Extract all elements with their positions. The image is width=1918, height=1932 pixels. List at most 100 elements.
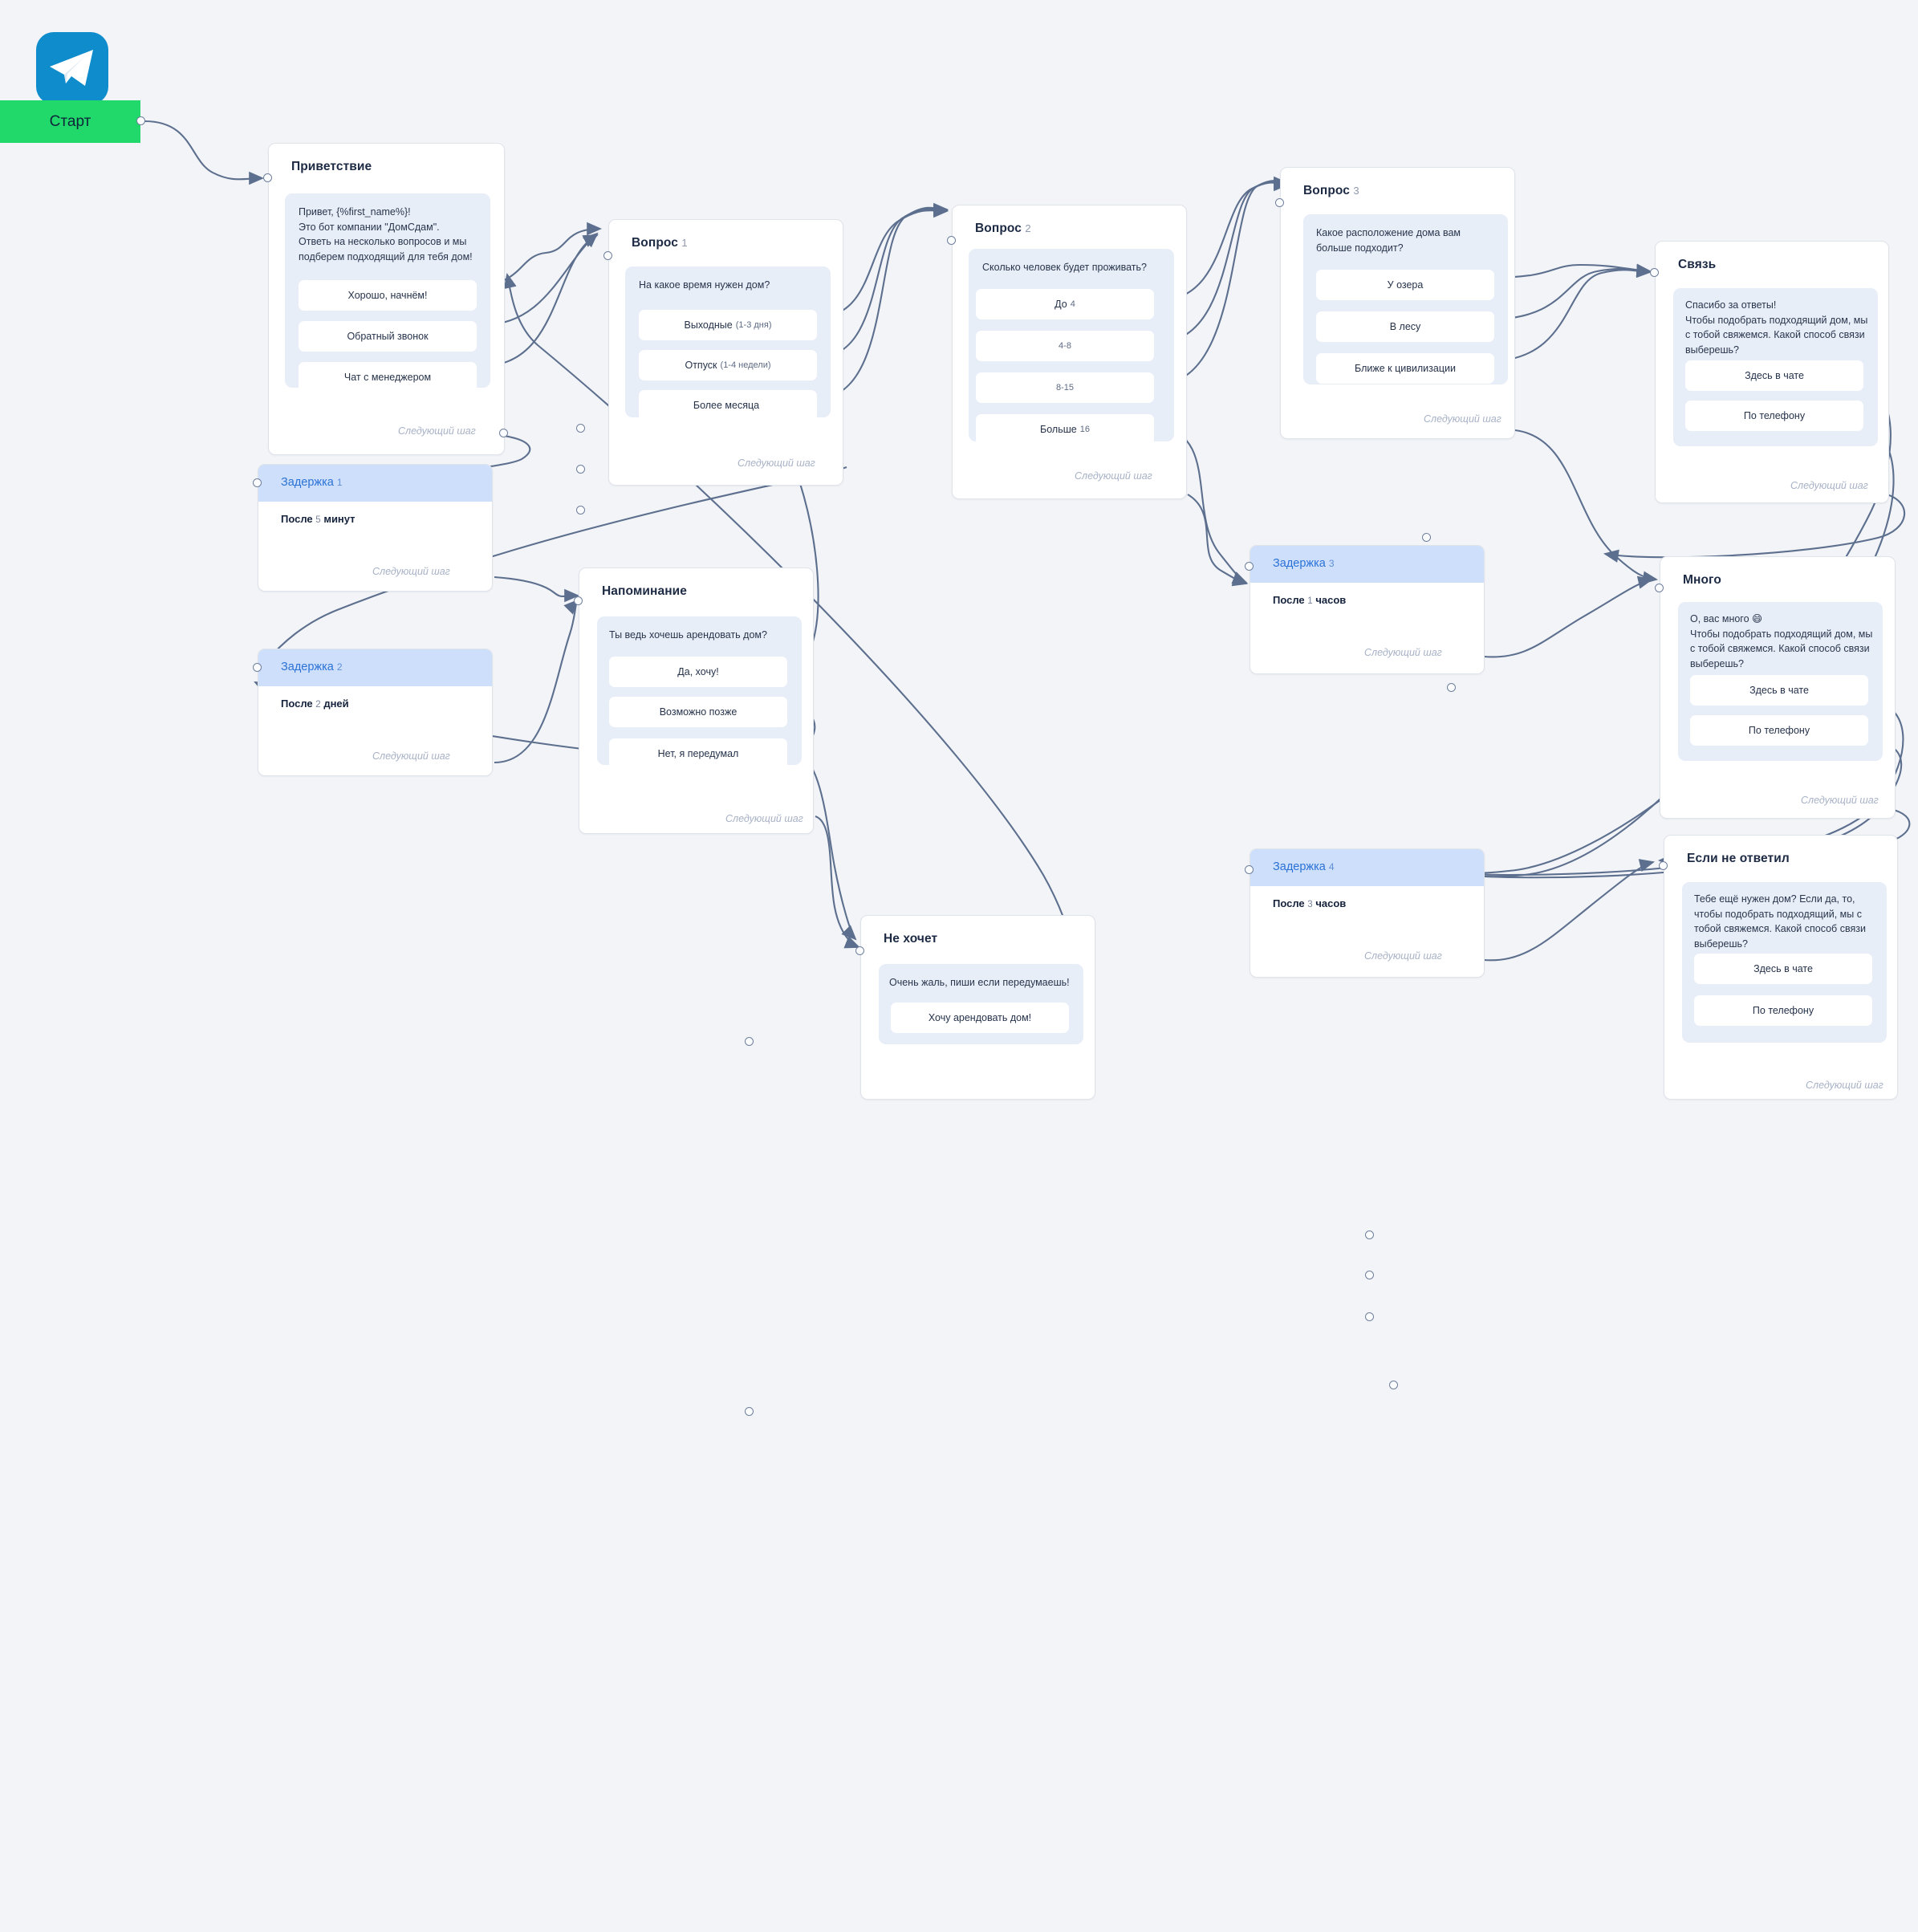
node-napominanie[interactable]: Напоминание Ты ведь хочешь арендовать до… — [579, 567, 1398, 1389]
reply-button[interactable]: Хочу арендовать дом! — [891, 1003, 1069, 1033]
node-input-port[interactable] — [263, 173, 272, 182]
node-mnogo[interactable]: Много О, вас много 😄 Чтобы подобрать под… — [1660, 556, 1896, 819]
node-vopros1[interactable]: Вопрос 1 На какое время нужен дом? Выход… — [608, 219, 1456, 692]
reply-button[interactable]: Обратный звонок — [299, 321, 477, 352]
node-input-port[interactable] — [1659, 861, 1668, 870]
node-input-port[interactable] — [603, 251, 612, 260]
next-step-label: Следующий шаг — [1806, 1080, 1883, 1091]
message-text: На какое время нужен дом? — [639, 279, 770, 291]
next-step-label: Следующий шаг — [372, 750, 450, 762]
start-node[interactable]: Старт — [0, 100, 140, 143]
reply-button[interactable]: В лесу — [1316, 311, 1494, 342]
node-zaderzhka1[interactable]: Задержка 1 После 5 минут Следующий шаг — [258, 464, 754, 1046]
node-title: Связь — [1678, 258, 1717, 271]
node-input-port[interactable] — [253, 663, 262, 672]
reply-button[interactable]: Чат с менеджером — [299, 362, 477, 393]
message-text: Ты ведь хочешь арендовать дом? — [609, 629, 767, 641]
node-title: Напоминание — [602, 584, 688, 598]
node-zaderzhka2[interactable]: Задержка 2 После 2 дней Следующий шаг — [258, 649, 754, 1416]
node-title: Вопрос 1 — [632, 236, 688, 250]
next-step-label: Следующий шаг — [725, 813, 803, 824]
node-title: Задержка 2 — [281, 661, 343, 673]
next-step-label: Следующий шаг — [1364, 950, 1442, 962]
node-title: Вопрос 2 — [975, 222, 1031, 235]
reply-button-port[interactable] — [1365, 1230, 1374, 1239]
delay-value: После 2 дней — [281, 698, 349, 710]
flow-canvas[interactable]: Старт Приветствие Привет, {%first_name%}… — [0, 0, 1918, 1416]
start-output-port[interactable] — [136, 116, 145, 125]
next-step-label: Следующий шаг — [1364, 647, 1442, 658]
reply-button[interactable]: У озера — [1316, 270, 1494, 300]
next-step-label: Следующий шаг — [398, 425, 476, 437]
next-step-label: Следующий шаг — [1075, 470, 1152, 482]
node-input-port[interactable] — [1650, 268, 1659, 277]
delay-header — [258, 649, 492, 686]
node-zaderzhka3[interactable]: Задержка 3 После 1 часов Следующий шаг — [1250, 545, 1485, 674]
start-label: Старт — [49, 112, 91, 130]
delay-header — [1250, 546, 1484, 583]
node-title: Задержка 4 — [1273, 860, 1335, 873]
reply-button[interactable]: Возможно позже — [609, 697, 787, 727]
next-step-port[interactable] — [745, 1037, 754, 1046]
node-nehochet[interactable]: Не хочет Очень жаль, пиши если передумае… — [860, 915, 1095, 1100]
reply-button-port[interactable] — [576, 424, 585, 433]
node-input-port[interactable] — [1275, 198, 1284, 207]
next-step-port[interactable] — [745, 1407, 754, 1416]
reply-button[interactable]: Здесь в чате — [1690, 675, 1868, 706]
delay-value: После 1 часов — [1273, 594, 1347, 606]
node-input-port[interactable] — [253, 478, 262, 487]
node-input-port[interactable] — [1245, 562, 1254, 571]
node-input-port[interactable] — [1655, 584, 1664, 592]
reply-button[interactable]: По телефону — [1685, 401, 1863, 431]
reply-button[interactable]: Выходные(1-3 дня) — [639, 310, 817, 340]
delay-header — [258, 465, 492, 502]
reply-button-port[interactable] — [1422, 533, 1431, 542]
next-step-label: Следующий шаг — [1424, 413, 1501, 425]
next-step-port[interactable] — [499, 429, 508, 437]
node-zaderzhka4[interactable]: Задержка 4 После 3 часов Следующий шаг — [1250, 848, 1485, 978]
message-text: Тебе ещё нужен дом? Если да, то, чтобы п… — [1694, 893, 1866, 950]
node-input-port[interactable] — [855, 946, 864, 955]
node-vopros2[interactable]: Вопрос 2 Сколько человек будет проживать… — [952, 205, 1187, 499]
delay-header — [1250, 849, 1484, 886]
telegram-icon — [36, 32, 108, 104]
node-eslineotvetil[interactable]: Если не ответил Тебе ещё нужен дом? Если… — [1664, 835, 1898, 1100]
message-text: Какое расположение дома вам больше подхо… — [1316, 227, 1461, 254]
next-step-label: Следующий шаг — [738, 458, 815, 469]
message-text: О, вас много 😄 Чтобы подобрать подходящи… — [1690, 613, 1873, 669]
reply-button[interactable]: Да, хочу! — [609, 657, 787, 687]
message-text: Привет, {%first_name%}! Это бот компании… — [299, 206, 473, 262]
reply-button[interactable]: Более месяца — [639, 390, 817, 421]
node-title: Задержка 1 — [281, 476, 343, 489]
node-vopros3[interactable]: Вопрос 3 Какое расположение дома вам бол… — [1280, 167, 1515, 439]
node-svyaz[interactable]: Связь Спасибо за ответы! Чтобы подобрать… — [1655, 241, 1889, 503]
reply-button-port[interactable] — [576, 465, 585, 474]
node-privetstvie[interactable]: Приветствие Привет, {%first_name%}! Это … — [268, 143, 585, 515]
node-input-port[interactable] — [1245, 865, 1254, 874]
reply-button[interactable]: По телефону — [1694, 995, 1872, 1026]
reply-button-port[interactable] — [1365, 1271, 1374, 1279]
reply-button-port[interactable] — [1365, 1312, 1374, 1321]
node-title: Много — [1683, 573, 1721, 587]
message-text: Спасибо за ответы! Чтобы подобрать подхо… — [1685, 299, 1868, 356]
reply-button[interactable]: Отпуск(1-4 недели) — [639, 350, 817, 380]
reply-button[interactable]: По телефону — [1690, 715, 1868, 746]
delay-value: После 3 часов — [1273, 897, 1347, 909]
reply-button[interactable]: 4-8 — [976, 331, 1154, 361]
next-step-port[interactable] — [1389, 1381, 1398, 1389]
next-step-label: Следующий шаг — [1790, 480, 1868, 491]
reply-button-port[interactable] — [576, 506, 585, 515]
reply-button[interactable]: Хорошо, начнём! — [299, 280, 477, 311]
reply-button[interactable]: 8-15 — [976, 372, 1154, 403]
reply-button[interactable]: Ближе к цивилизации — [1316, 353, 1494, 384]
reply-button[interactable]: Здесь в чате — [1685, 360, 1863, 391]
next-step-port[interactable] — [1447, 683, 1456, 692]
reply-button[interactable]: Нет, я передумал — [609, 738, 787, 769]
node-input-port[interactable] — [574, 596, 583, 605]
node-title: Задержка 3 — [1273, 557, 1335, 570]
reply-button[interactable]: Здесь в чате — [1694, 954, 1872, 984]
node-title: Вопрос 3 — [1303, 184, 1359, 197]
node-input-port[interactable] — [947, 236, 956, 245]
